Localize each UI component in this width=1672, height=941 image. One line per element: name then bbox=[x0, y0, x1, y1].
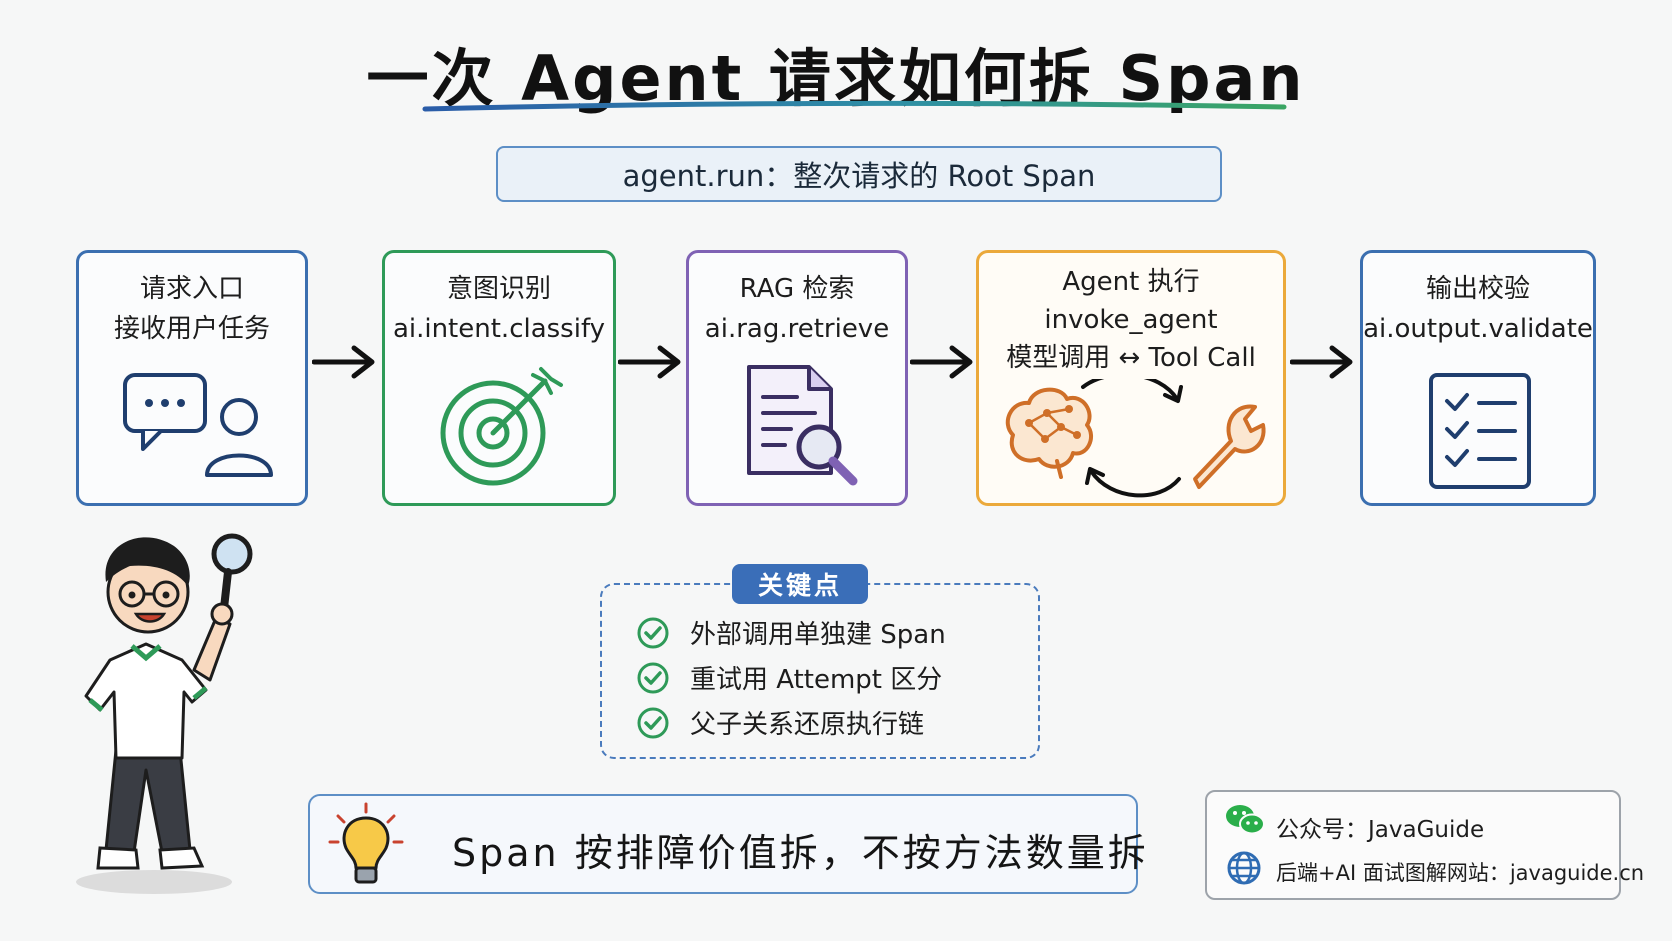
principle-banner bbox=[308, 794, 1138, 894]
step-rag-retrieve: RAG 检索 ai.rag.retrieve bbox=[686, 250, 908, 506]
wrench-icon bbox=[1193, 404, 1266, 489]
footer-box bbox=[1205, 790, 1621, 900]
check-circle-icon bbox=[637, 707, 669, 738]
target-icon bbox=[440, 367, 563, 486]
key-point-text: 父子关系还原执行链 bbox=[690, 710, 925, 740]
footer-site: 后端+AI 面试图解网站：javaguide.cn bbox=[1276, 861, 1645, 885]
root-span-banner: agent.run：整次请求的 Root Span bbox=[496, 146, 1222, 202]
key-point-item: 父子关系还原执行链 bbox=[636, 704, 924, 741]
key-point-item: 外部调用单独建 Span bbox=[636, 614, 946, 651]
step-intent-classify: 意图识别 ai.intent.classify bbox=[382, 250, 616, 506]
principle-text: Span 按排障价值拆，不按方法数量拆 bbox=[452, 831, 1149, 875]
brain-wrench-cycle-icon bbox=[1005, 379, 1266, 498]
key-point-text: 外部调用单独建 Span bbox=[690, 620, 946, 650]
step-title: 意图识别 bbox=[446, 274, 551, 304]
check-circle-icon bbox=[637, 662, 669, 693]
flow-arrow bbox=[1290, 345, 1353, 379]
step-request-entry: 请求入口 接收用户任务 bbox=[76, 250, 308, 506]
step-title: 请求入口 bbox=[139, 274, 244, 304]
check-circle-icon bbox=[637, 617, 669, 648]
key-point-text: 重试用 Attempt 区分 bbox=[690, 665, 943, 695]
flow-arrow bbox=[910, 345, 973, 379]
step-title: RAG 检索 bbox=[739, 274, 855, 304]
step-subtitle: ai.intent.classify bbox=[392, 314, 606, 344]
step-subtitle: invoke_agent bbox=[1044, 305, 1218, 335]
step-title: 输出校验 bbox=[1425, 274, 1530, 304]
title-underline bbox=[422, 100, 1287, 112]
step-output-validate: 输出校验 ai.output.validate bbox=[1360, 250, 1596, 506]
chat-user-icon bbox=[123, 373, 273, 477]
step-agent-execute: Agent 执行 invoke_agent 模型调用 ↔ Tool Call bbox=[976, 250, 1286, 506]
wechat-icon bbox=[1226, 805, 1265, 835]
cycle-arrows-icon bbox=[1081, 379, 1183, 498]
brain-icon bbox=[1005, 387, 1093, 479]
step-subtitle: 接收用户任务 bbox=[113, 314, 270, 344]
key-point-item: 重试用 Attempt 区分 bbox=[636, 659, 942, 696]
flow-arrow bbox=[618, 345, 681, 379]
step-detail: 模型调用 ↔ Tool Call bbox=[1006, 343, 1256, 373]
globe-icon bbox=[1227, 851, 1261, 885]
mascot-illustration bbox=[76, 533, 253, 894]
step-subtitle: ai.rag.retrieve bbox=[704, 314, 890, 344]
footer-wechat: 公众号：JavaGuide bbox=[1276, 817, 1485, 843]
key-points-tag: 关键点 bbox=[732, 564, 868, 604]
step-title: Agent 执行 bbox=[1062, 267, 1200, 297]
document-search-icon bbox=[747, 365, 858, 486]
step-subtitle: ai.output.validate bbox=[1363, 314, 1593, 344]
root-span-label: agent.run：整次请求的 Root Span bbox=[622, 159, 1096, 193]
flow-arrow bbox=[312, 345, 375, 379]
lightbulb-icon bbox=[328, 802, 404, 884]
checklist-icon bbox=[1429, 373, 1531, 489]
